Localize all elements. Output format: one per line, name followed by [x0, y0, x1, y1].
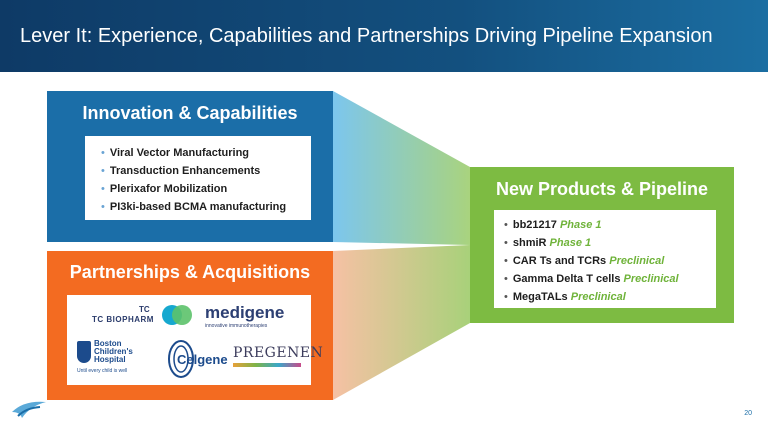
bullet-icon: • [504, 291, 508, 303]
list-item: •Transduction Enhancements [101, 165, 261, 177]
medigene-wordmark: medigene [205, 303, 285, 322]
medigene-tagline: innovative immunotherapies [205, 323, 268, 329]
list-item: •Plerixafor Mobilization [101, 183, 228, 195]
innovation-panel: Innovation & Capabilities •Viral Vector … [47, 91, 333, 242]
company-swoosh-icon [12, 401, 46, 418]
pipeline-item-status: Preclinical [570, 291, 626, 303]
list-item: • MegaTALs Preclinical [504, 288, 716, 306]
pregenen-logo: PREGENEN [233, 345, 324, 371]
celgene-swirl-icon [168, 340, 194, 378]
tc-biopharm-logo: TC TC BIOPHARM [92, 303, 192, 331]
title-bar: Lever It: Experience, Capabilities and P… [0, 0, 768, 72]
partnerships-panel: Partnerships & Acquisitions TC TC BIOPHA… [47, 251, 333, 400]
slide-title: Lever It: Experience, Capabilities and P… [20, 25, 713, 47]
bullet-icon: • [504, 273, 508, 285]
pipeline-panel: New Products & Pipeline • bb21217 Phase 1… [470, 167, 734, 323]
bullet-icon: • [101, 201, 105, 213]
innovation-list: •Viral Vector Manufacturing •Transductio… [101, 144, 311, 216]
funnel-bottom-shape [333, 245, 470, 400]
boston-tagline: Until every child is well [77, 368, 128, 374]
pipeline-title: New Products & Pipeline [495, 179, 709, 199]
list-item: • shmiR Phase 1 [504, 234, 716, 252]
pregenen-wordmark: PREGENEN [233, 345, 324, 361]
boston-shield-icon [77, 341, 91, 363]
pipeline-item-status: Preclinical [609, 255, 665, 267]
innovation-title: Innovation & Capabilities [82, 103, 298, 123]
partnerships-title: Partnerships & Acquisitions [69, 262, 311, 282]
boston-wordmark: Boston Children's Hospital [94, 339, 133, 364]
pipeline-item-name: MegaTALs [512, 291, 568, 303]
funnel-top-shape [333, 91, 470, 245]
bullet-icon: • [101, 183, 105, 195]
pipeline-item-name: CAR Ts and TCRs [512, 255, 607, 267]
bullet-icon: • [101, 147, 105, 159]
tc-biopharm-mark: TC [139, 305, 150, 314]
celgene-logo: Celgene [167, 339, 228, 379]
bullet-icon: • [101, 165, 105, 177]
pipeline-item-name: bb21217 [512, 219, 557, 231]
tc-biopharm-wordmark: TC BIOPHARM [92, 315, 154, 324]
medigene-logo: medigene innovative immunotherapies [205, 304, 295, 330]
partner-logos-box: TC TC BIOPHARM medigene innovative immun… [67, 295, 324, 385]
pipeline-item-status: Preclinical [623, 273, 679, 285]
tc-biopharm-green-icon [172, 305, 192, 325]
list-item: • bb21217 Phase 1 [504, 216, 716, 234]
pipeline-item-status: Phase 1 [549, 237, 592, 249]
pipeline-item-status: Phase 1 [559, 219, 602, 231]
bullet-icon: • [504, 255, 508, 267]
celgene-wordmark: Celgene [177, 352, 228, 367]
page-number: 20 [744, 410, 752, 417]
boston-childrens-logo: Boston Children's Hospital Until every c… [77, 339, 159, 375]
pipeline-item-name: Gamma Delta T cells [512, 273, 621, 285]
pipeline-item-name: shmiR [512, 237, 547, 249]
innovation-list-box: •Viral Vector Manufacturing •Transductio… [85, 136, 311, 220]
bullet-icon: • [504, 219, 508, 231]
pipeline-list: • bb21217 Phase 1 • shmiR Phase 1 • CAR Ts … [504, 216, 716, 306]
pipeline-list-box: • bb21217 Phase 1 • shmiR Phase 1 • CAR Ts … [494, 210, 716, 308]
list-item: • Gamma Delta T cells Preclinical [504, 270, 716, 288]
pregenen-stripe [233, 363, 301, 367]
list-item: •Viral Vector Manufacturing [101, 147, 250, 159]
list-item: • CAR Ts and TCRs Preclinical [504, 252, 716, 270]
list-item: •PI3ki-based BCMA manufacturing [101, 201, 287, 213]
bullet-icon: • [504, 237, 508, 249]
